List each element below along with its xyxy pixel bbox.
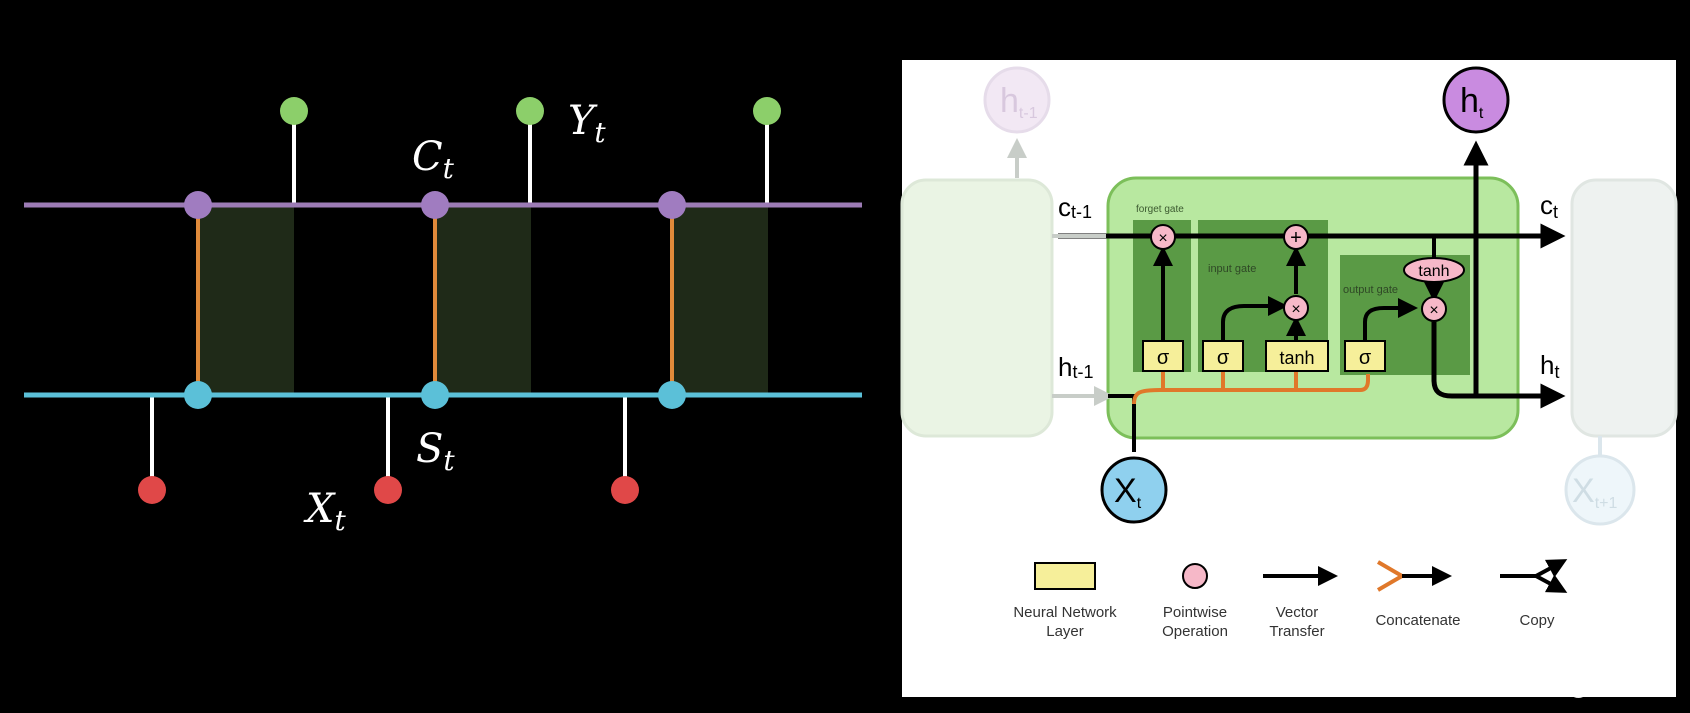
input-add-op — [1283, 224, 1309, 250]
unrolled-lstm-diagram: Ct Yt St Xt — [24, 97, 862, 537]
watermark: 掘金技术社区 @ 夜阳朔 — [1414, 672, 1670, 700]
legend-layer-line1: Neural Network — [1013, 604, 1117, 621]
output-tanh-op — [1403, 257, 1465, 283]
gate-block-1 — [198, 205, 294, 393]
cell-node-2 — [421, 191, 449, 219]
output-multiply-text: × — [1429, 302, 1438, 319]
legend-vector-line2: Transfer — [1269, 623, 1324, 640]
legend-pointwise-line1: Pointwise — [1163, 604, 1227, 621]
output-sigma-arrow — [1363, 298, 1418, 340]
output-node-3 — [753, 97, 781, 125]
input-node-3 — [611, 476, 639, 504]
x-t-node — [1100, 456, 1168, 524]
gate-block-2 — [435, 205, 531, 393]
prev-cell-faded — [900, 178, 1054, 438]
output-node-1 — [280, 97, 308, 125]
output-mult-to-h — [1431, 322, 1566, 409]
copy-icon — [1500, 559, 1568, 593]
gate-block-3 — [672, 205, 768, 393]
cell-state-label: Ct — [412, 134, 455, 185]
forget-sigma-text: σ — [1157, 347, 1170, 369]
output-gate-label: output gate — [1343, 284, 1398, 296]
h-prev-top-label: ht-1 — [1000, 82, 1038, 122]
state-node-1 — [184, 381, 212, 409]
input-gate-label: input gate — [1208, 263, 1256, 275]
legend-vector-line1: Vector — [1276, 604, 1319, 621]
output-sigma-text: σ — [1359, 347, 1372, 369]
output-sigma-layer — [1344, 340, 1386, 372]
input-multiply-op — [1283, 295, 1309, 321]
neural-network-layers — [1142, 340, 1386, 372]
legend-concatenate: Concatenate — [1375, 612, 1460, 629]
concat-bus — [1132, 374, 1370, 405]
legend: Neural Network Layer Pointwise Operation… — [1013, 559, 1568, 640]
h-t-top-label: ht — [1460, 82, 1484, 122]
hidden-state-label: St — [416, 426, 455, 477]
output-multiply-op — [1421, 296, 1447, 322]
output-node-2 — [516, 97, 544, 125]
c-t-label: ct — [1540, 190, 1558, 222]
output-tanh-text: tanh — [1418, 263, 1449, 280]
input-node-2 — [374, 476, 402, 504]
forget-multiply-op — [1150, 224, 1176, 250]
gate-blocks — [198, 205, 768, 393]
state-node-3 — [658, 381, 686, 409]
input-sigma-arrow — [1221, 296, 1288, 340]
c-prev-label: ct-1 — [1058, 192, 1092, 222]
input-label: Xt — [303, 486, 346, 537]
h-prev-top-node — [983, 66, 1051, 134]
cell-node-3 — [658, 191, 686, 219]
neural-network-layer-icon — [1034, 562, 1096, 590]
input-sigma-text: σ — [1217, 347, 1230, 369]
x-t-label: Xt — [1114, 472, 1142, 512]
input-tanh-layer — [1265, 340, 1329, 372]
input-tanh-text: tanh — [1279, 348, 1314, 368]
legend-pointwise-line2: Operation — [1162, 623, 1228, 640]
output-label: Yt — [568, 98, 606, 149]
forget-gate-label: forget gate — [1136, 204, 1184, 215]
pointwise-operation-icon — [1182, 563, 1208, 589]
input-sigma-layer — [1202, 340, 1244, 372]
input-multiply-text: × — [1291, 301, 1300, 318]
forget-multiply-text: × — [1158, 230, 1167, 247]
legend-layer-line2: Layer — [1046, 623, 1084, 640]
state-node-2 — [421, 381, 449, 409]
legend-copy: Copy — [1519, 612, 1555, 629]
h-t-label: ht — [1540, 350, 1559, 382]
input-node-1 — [138, 476, 166, 504]
h-t-top-node — [1442, 66, 1510, 134]
cell-node-1 — [184, 191, 212, 219]
h-prev-label: ht-1 — [1058, 352, 1093, 382]
next-cell-faded — [1570, 178, 1678, 438]
x-next-label: Xt+1 — [1572, 472, 1617, 512]
concatenate-icon — [1376, 560, 1452, 592]
input-add-text: + — [1290, 227, 1302, 249]
forget-sigma-layer — [1142, 340, 1184, 372]
